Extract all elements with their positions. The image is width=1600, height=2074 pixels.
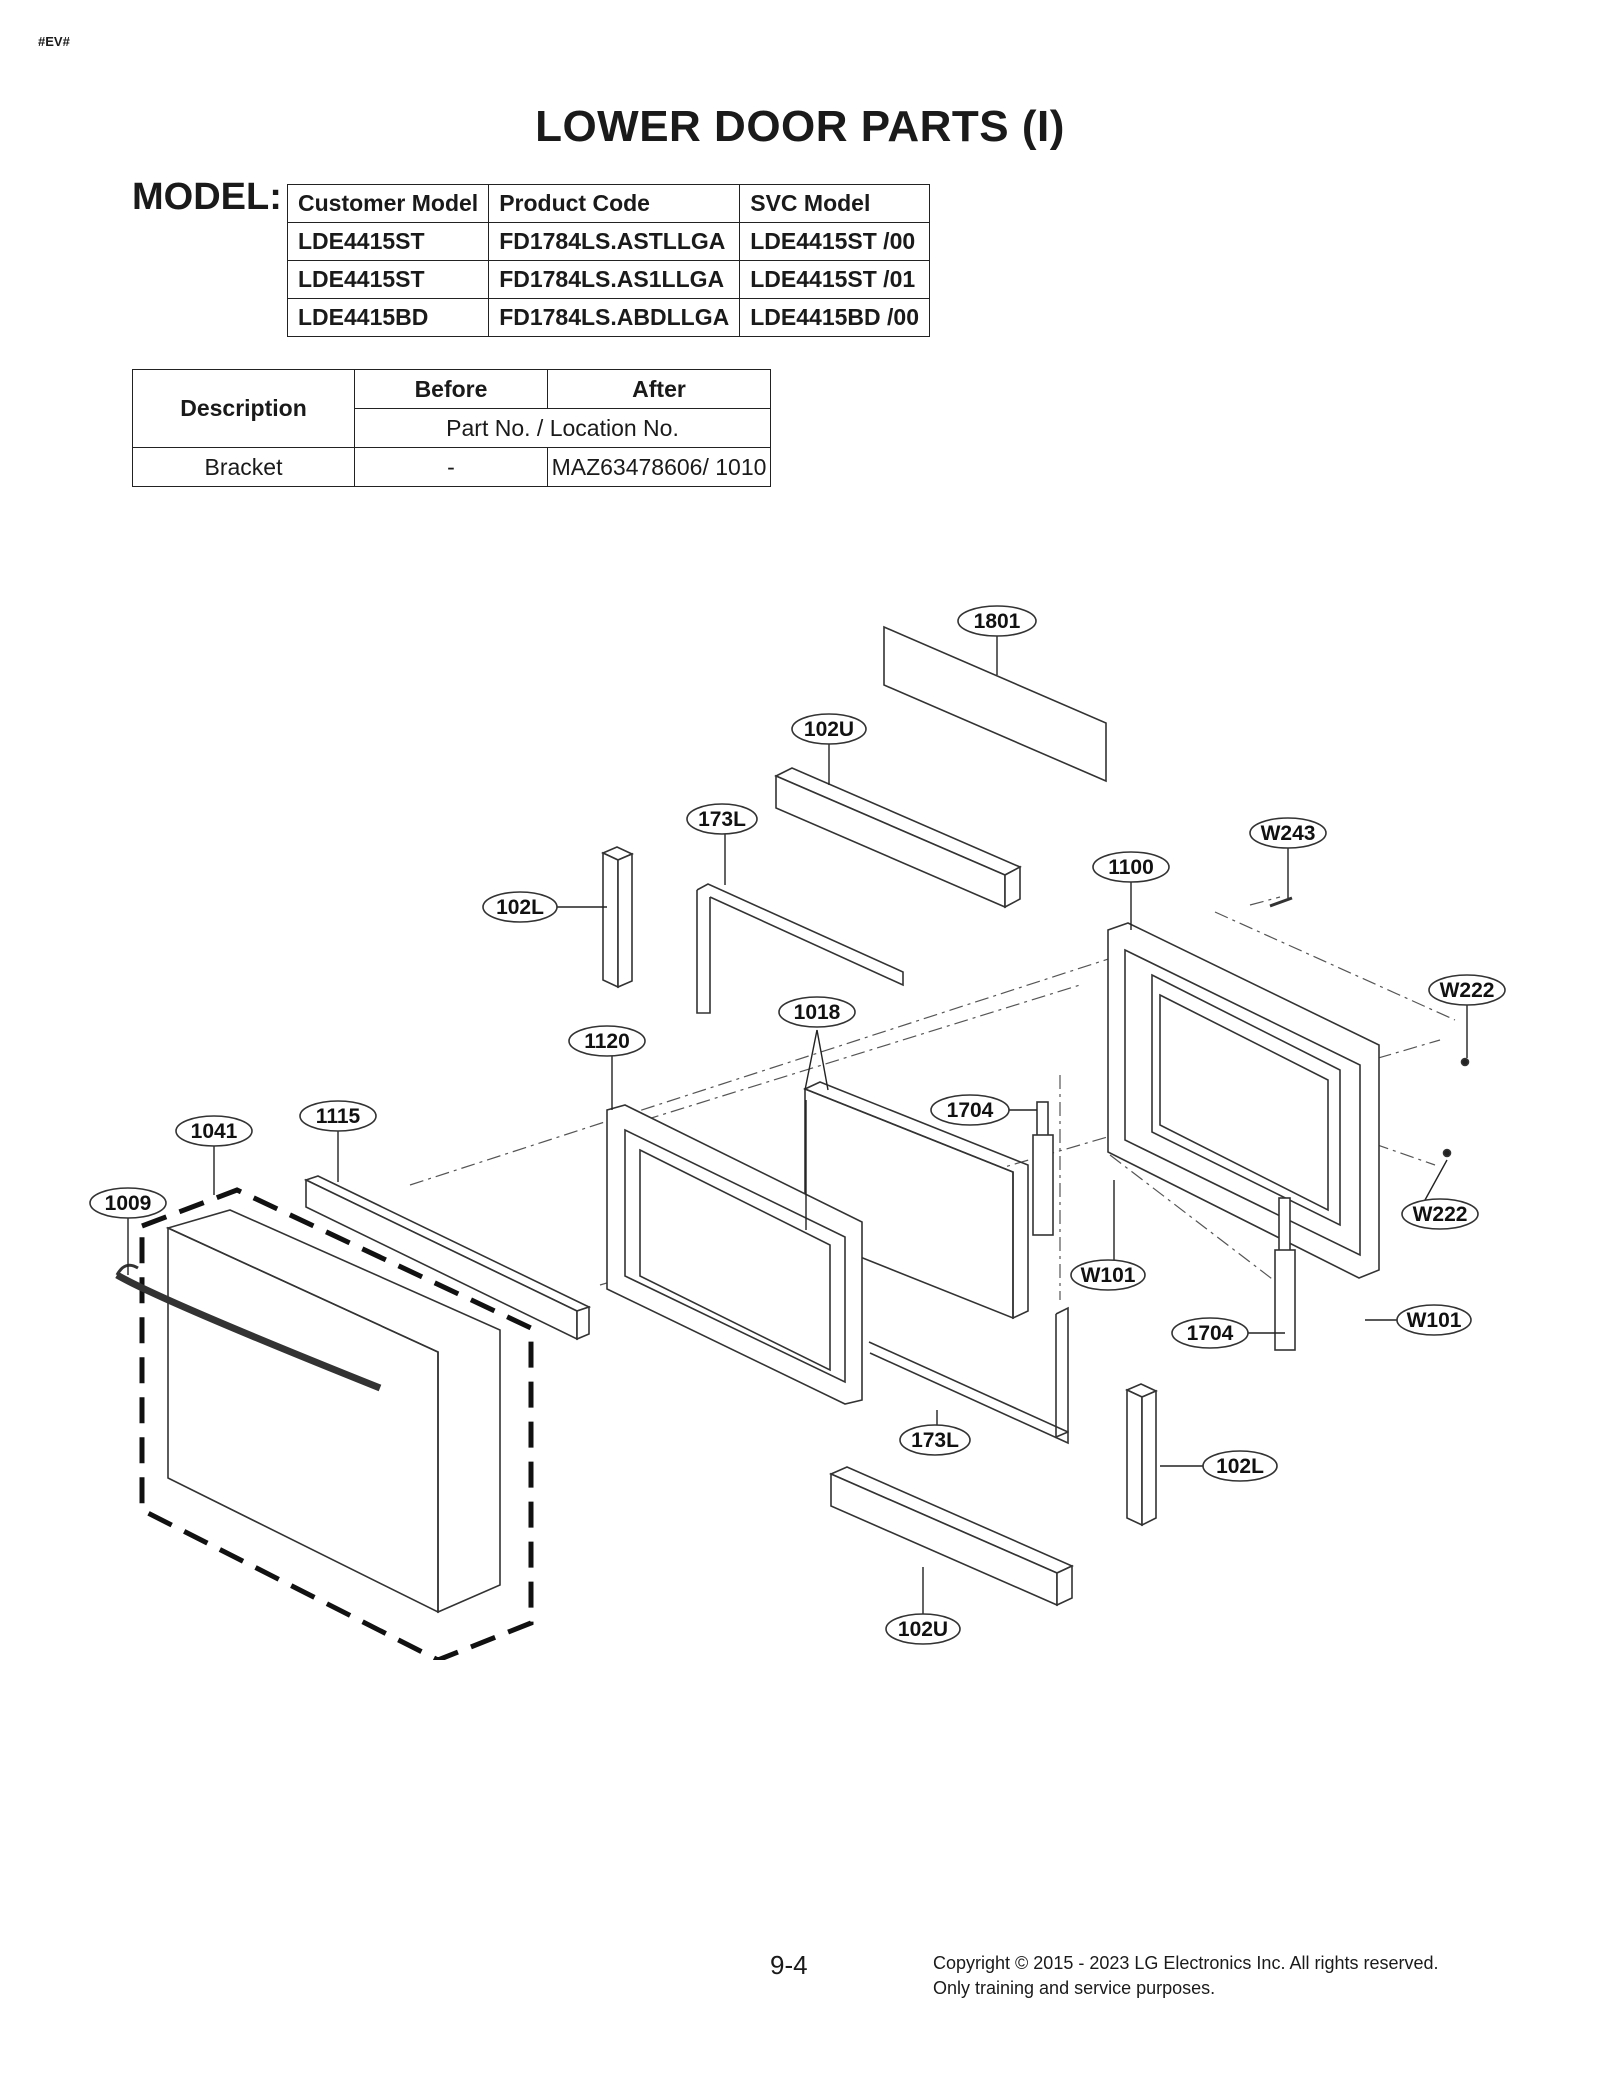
svg-text:102L: 102L [1216, 1455, 1264, 1478]
table-cell: - [354, 447, 548, 487]
frame-173l-top-shape [696, 883, 904, 1014]
svg-text:W101: W101 [1407, 1309, 1462, 1332]
copyright-line-1: Copyright © 2015 - 2023 LG Electronics I… [933, 1953, 1439, 1973]
table-row: LDE4415BD FD1784LS.ABDLLGA LDE4415BD /00 [286, 298, 930, 337]
change-table: Description Before After Part No. / Loca… [132, 369, 771, 487]
table-cell: LDE4415ST [286, 260, 490, 299]
document-tag: #EV# [38, 34, 70, 49]
svg-text:1801: 1801 [974, 610, 1021, 633]
table-cell: FD1784LS.ASTLLGA [488, 222, 741, 261]
panel-1801-shape [883, 625, 1107, 783]
subheader-part-location: Part No. / Location No. [354, 408, 771, 448]
insulation-102u-top-shape [774, 767, 1022, 909]
table-subheader-row: Part No. / Location No. [133, 408, 771, 448]
callout-1704-left: 1704 [930, 1094, 1010, 1126]
callout-102l-top: 102L [482, 891, 558, 923]
table-cell: LDE4415ST [286, 222, 490, 261]
callout-w101-left: W101 [1070, 1259, 1146, 1291]
table-row: Bracket - MAZ63478606/ 1010 [132, 447, 771, 487]
header-svc-model: SVC Model [739, 184, 930, 223]
callout-w243: W243 [1249, 817, 1327, 849]
svg-text:1120: 1120 [584, 1030, 630, 1053]
callout-1115: 1115 [299, 1100, 377, 1132]
table-row: LDE4415ST FD1784LS.AS1LLGA LDE4415ST /01 [286, 260, 930, 299]
hinge-1704-right-shape [1274, 1197, 1296, 1351]
header-before: Before [354, 369, 548, 409]
outer-door-1009-shape [115, 1209, 501, 1614]
callout-102l-bottom: 102L [1202, 1450, 1278, 1482]
table-cell: Bracket [132, 447, 355, 487]
callout-w222-bottom: W222 [1401, 1198, 1479, 1230]
model-label: MODEL: [132, 176, 282, 218]
callout-1018: 1018 [778, 996, 856, 1028]
svg-text:W222: W222 [1413, 1203, 1468, 1226]
screw-w222-bottom-shape [1442, 1148, 1452, 1158]
screw-w243-shape [1269, 896, 1293, 908]
copyright-line-2: Only training and service purposes. [933, 1978, 1216, 1998]
exploded-parts-diagram: 1801 102U 173L W243 1100 102L W222 1018 … [89, 605, 1506, 1660]
door-frame-1120-shape [606, 1104, 863, 1405]
svg-text:1704: 1704 [1187, 1322, 1234, 1345]
svg-text:102L: 102L [496, 896, 544, 919]
table-cell: LDE4415BD /00 [739, 298, 930, 337]
table-cell: LDE4415ST /00 [739, 222, 930, 261]
header-description: Description [132, 369, 355, 448]
header-customer-model: Customer Model [286, 184, 490, 223]
svg-text:W243: W243 [1261, 822, 1316, 845]
callout-102u-top: 102U [791, 713, 867, 745]
table-cell: FD1784LS.ABDLLGA [488, 298, 741, 337]
callout-1704-right: 1704 [1171, 1317, 1249, 1349]
model-table: Customer Model Product Code SVC Model LD… [286, 184, 930, 337]
svg-text:1115: 1115 [316, 1105, 361, 1128]
vent-1115-shape [303, 1175, 592, 1341]
header-after: After [547, 369, 771, 409]
svg-text:1041: 1041 [191, 1120, 238, 1143]
callout-102u-bottom: 102U [885, 1613, 961, 1645]
svg-text:173L: 173L [698, 808, 746, 831]
svg-text:1100: 1100 [1108, 856, 1154, 879]
inner-door-1100-shape [1107, 922, 1380, 1279]
table-cell: LDE4415ST /01 [739, 260, 930, 299]
svg-text:1009: 1009 [105, 1192, 152, 1215]
screw-w222-top-shape [1460, 1057, 1470, 1067]
header-product-code: Product Code [488, 184, 741, 223]
callout-w101-right: W101 [1396, 1304, 1472, 1336]
hinge-1704-left-shape [1032, 1101, 1054, 1236]
copyright-notice: Copyright © 2015 - 2023 LG Electronics I… [933, 1951, 1439, 2001]
callout-1120: 1120 [568, 1025, 646, 1057]
callout-w222-top: W222 [1428, 974, 1506, 1006]
table-header-row: Customer Model Product Code SVC Model [286, 184, 930, 223]
callout-173l-top: 173L [686, 803, 758, 835]
frame-173l-bottom-shape [868, 1306, 1069, 1445]
svg-text:W222: W222 [1440, 979, 1495, 1002]
table-cell: MAZ63478606/ 1010 [547, 447, 771, 487]
svg-text:W101: W101 [1081, 1264, 1136, 1287]
table-cell: FD1784LS.AS1LLGA [488, 260, 741, 299]
callout-173l-bottom: 173L [899, 1424, 971, 1456]
svg-text:102U: 102U [804, 718, 854, 741]
svg-text:1018: 1018 [794, 1001, 841, 1024]
insulation-102l-top-shape [601, 846, 634, 989]
table-cell: LDE4415BD [286, 298, 490, 337]
page-number: 9-4 [770, 1950, 808, 1980]
gasket-1041-shape [139, 1187, 534, 1660]
svg-text:102U: 102U [898, 1618, 948, 1641]
table-header-row: Description Before After [132, 369, 771, 448]
svg-text:1704: 1704 [947, 1099, 994, 1122]
insulation-102u-bottom-shape [829, 1466, 1074, 1607]
insulation-102l-bottom-shape [1125, 1383, 1158, 1527]
callout-1801: 1801 [957, 605, 1037, 637]
callout-1100: 1100 [1092, 851, 1170, 883]
svg-text:173L: 173L [911, 1429, 959, 1452]
page-title: LOWER DOOR PARTS (I) [535, 102, 1065, 151]
table-row: LDE4415ST FD1784LS.ASTLLGA LDE4415ST /00 [286, 222, 930, 261]
callout-1041: 1041 [175, 1115, 253, 1147]
callout-1009: 1009 [89, 1187, 167, 1219]
